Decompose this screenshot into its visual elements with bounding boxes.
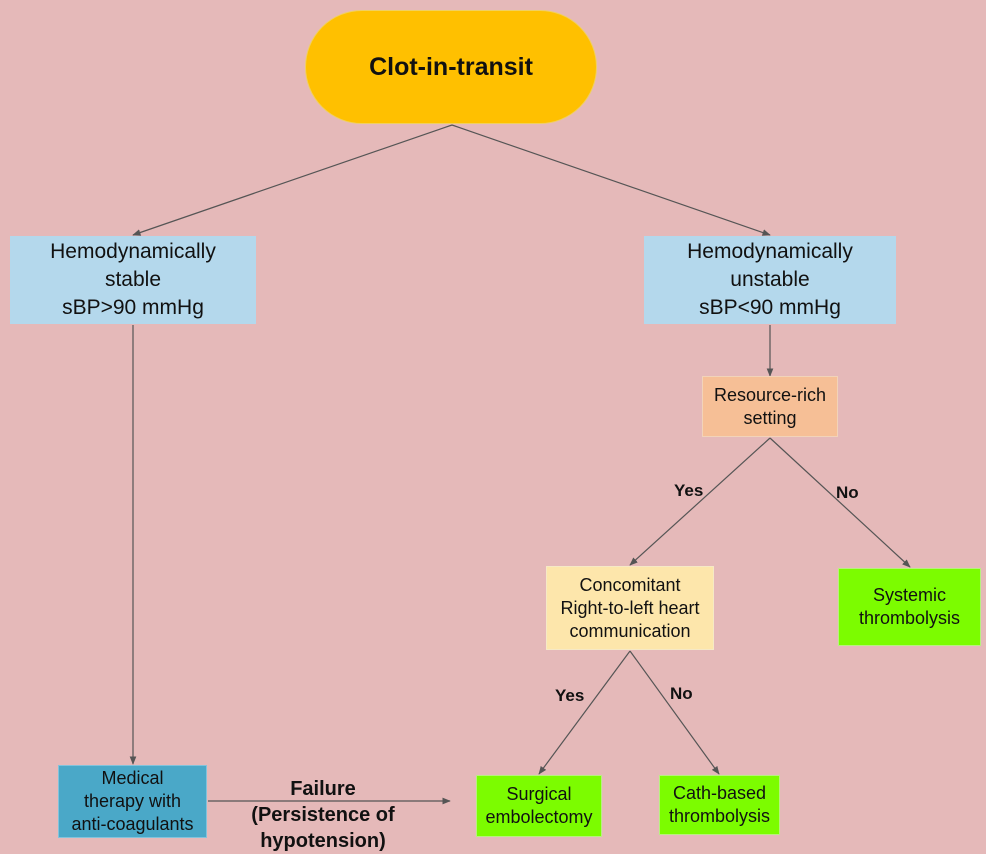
concomitant-no-label: No <box>670 684 693 703</box>
edge-concomitant-to-surgical <box>538 650 631 775</box>
cath-based-thrombolysis-node: Cath-based thrombolysis <box>659 775 780 835</box>
edge-root-to-unstable <box>451 124 771 236</box>
hemodynamically-stable-node: Hemodynamically stable sBP>90 mmHg <box>10 236 256 324</box>
medical-therapy-node: Medical therapy with anti-coagulants <box>58 765 207 838</box>
resource-rich-setting-node: Resource-rich setting <box>702 376 838 437</box>
clot-in-transit-node: Clot-in-transit <box>305 10 597 124</box>
edge-root-to-stable <box>132 124 453 236</box>
systemic-thrombolysis-node: Systemic thrombolysis <box>838 568 981 646</box>
edge-concomitant-to-cath <box>629 650 720 775</box>
surgical-embolectomy-node: Surgical embolectomy <box>476 775 602 837</box>
resource-no-label: No <box>836 483 859 502</box>
concomitant-yes-label: Yes <box>555 686 585 705</box>
hemodynamically-unstable-node: Hemodynamically unstable sBP<90 mmHg <box>644 236 896 324</box>
edge-resource-to-concomitant <box>629 437 771 566</box>
concomitant-communication-node: Concomitant Right-to-left heart communic… <box>546 566 714 650</box>
resource-yes-label: Yes <box>674 481 704 500</box>
edge-resource-to-systemic <box>769 437 911 568</box>
failure-label: Failure (Persistence of hypotension) <box>251 778 395 852</box>
